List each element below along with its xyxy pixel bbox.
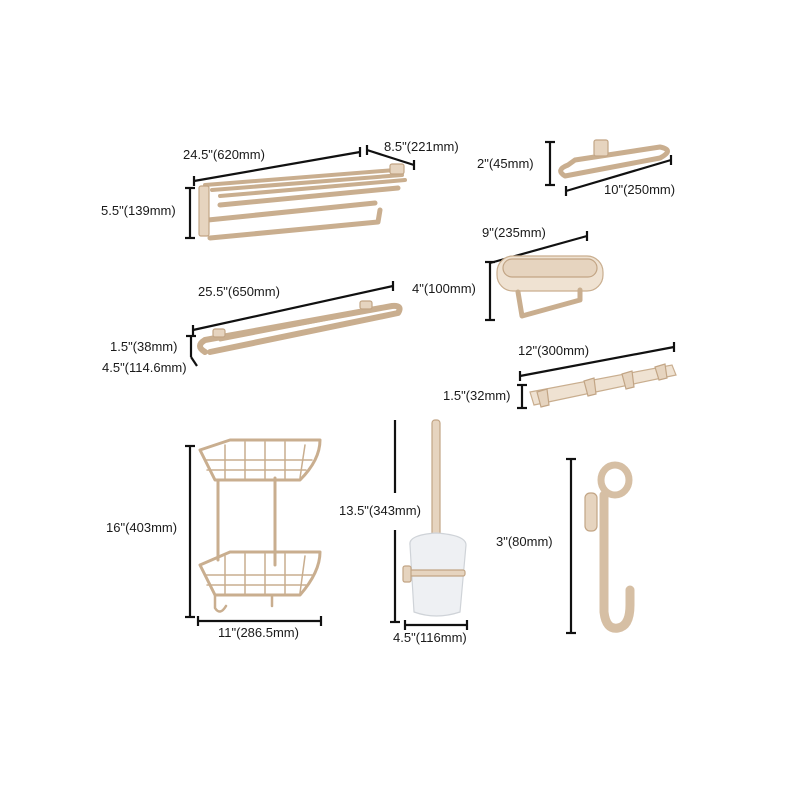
hook-rail-image — [517, 342, 677, 410]
bar-length-label: 25.5"(650mm) — [198, 284, 280, 299]
single-hook-height-label: 3"(80mm) — [496, 534, 553, 549]
caddy-width-label: 11"(286.5mm) — [218, 625, 299, 640]
towel-bar-image — [186, 281, 403, 367]
towel-shelf-image — [185, 145, 416, 241]
corner-caddy-image — [185, 438, 323, 626]
toilet-brush-image — [390, 419, 469, 630]
bar-depth-label: 4.5"(114.6mm) — [102, 360, 187, 375]
paper-holder-image — [485, 231, 604, 322]
paper-holder-width-label: 9"(235mm) — [482, 225, 546, 240]
ring-height-label: 2"(45mm) — [477, 156, 534, 171]
shelf-length-label: 24.5"(620mm) — [183, 147, 265, 162]
paper-holder-height-label: 4"(100mm) — [412, 281, 476, 296]
hook-rail-height-label: 1.5"(32mm) — [443, 388, 511, 403]
shelf-height-label: 5.5"(139mm) — [101, 203, 176, 218]
shelf-depth-label: 8.5"(221mm) — [384, 139, 459, 154]
hook-rail-length-label: 12"(300mm) — [518, 343, 590, 358]
towel-ring-image — [545, 139, 673, 196]
single-hook-image — [566, 457, 635, 635]
brush-height-label: 13.5"(343mm) — [339, 503, 421, 518]
brush-width-label: 4.5"(116mm) — [393, 630, 467, 645]
ring-length-label: 10"(250mm) — [604, 182, 676, 197]
bar-height-label: 1.5"(38mm) — [110, 339, 178, 354]
caddy-height-label: 16"(403mm) — [106, 520, 178, 535]
